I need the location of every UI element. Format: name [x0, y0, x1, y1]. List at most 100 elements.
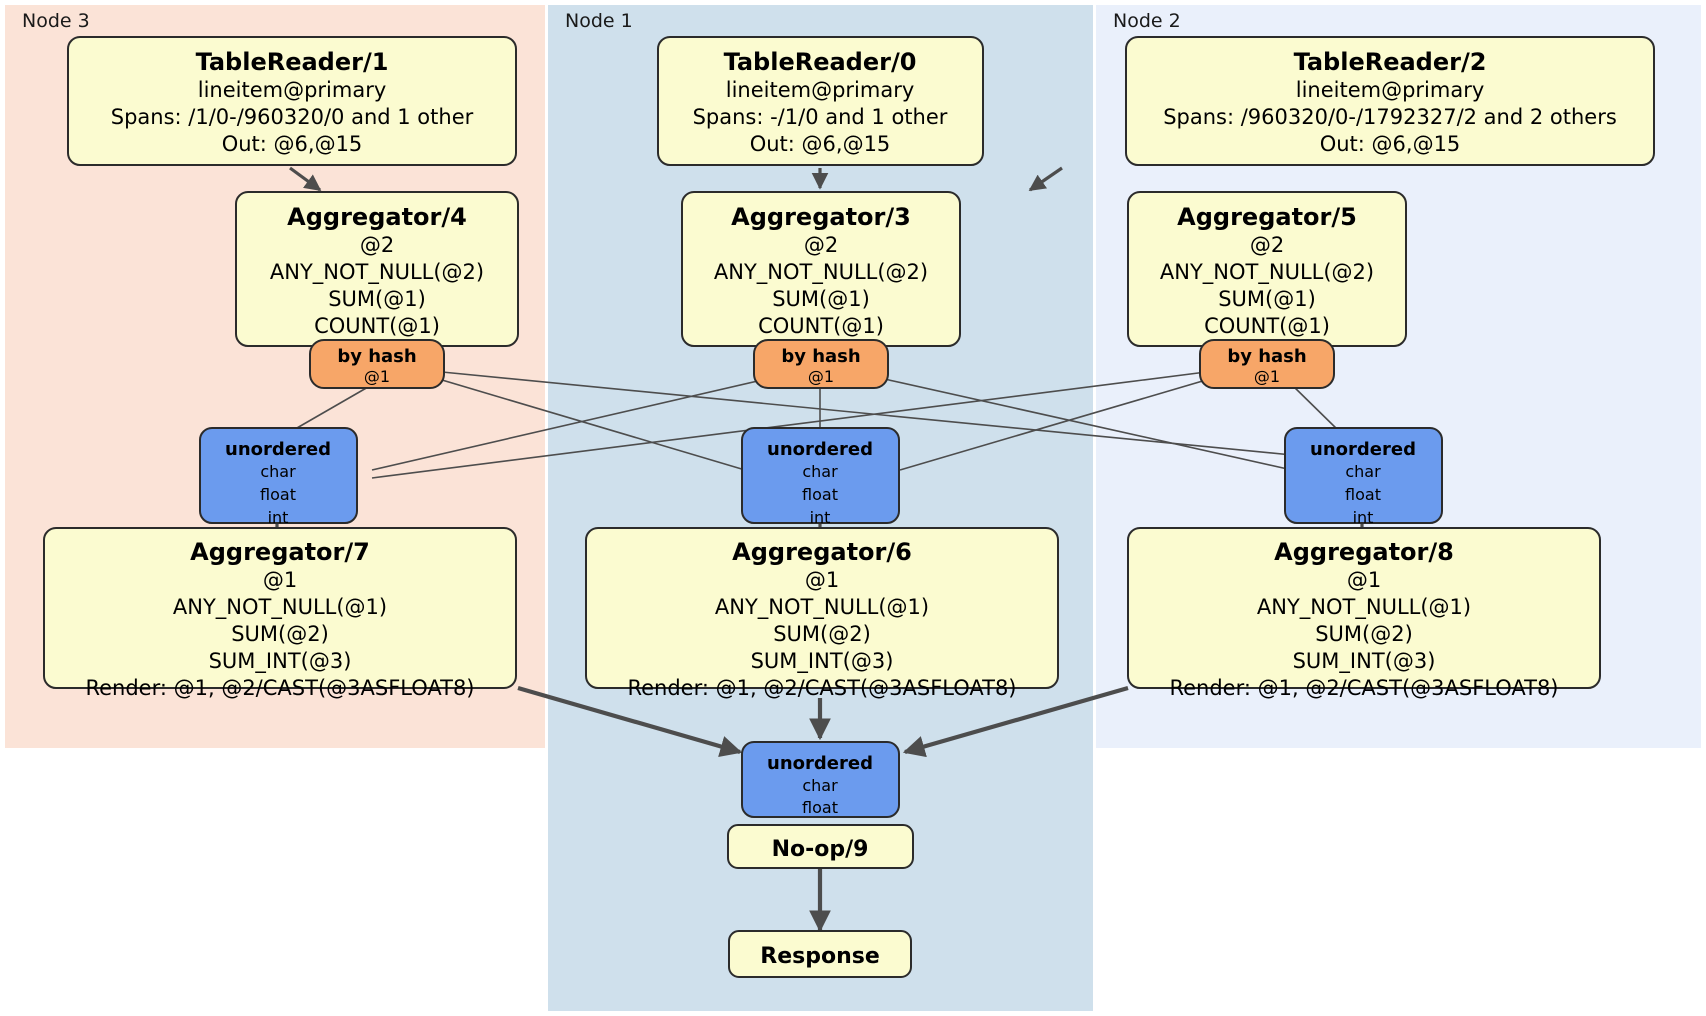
router-by-hash-5-title: by hash: [1227, 346, 1306, 367]
aggregator-6-node[interactable]: Aggregator/6 @1 ANY_NOT_NULL(@1) SUM(@2)…: [585, 527, 1059, 700]
aggregator-6-title: Aggregator/6: [732, 538, 912, 566]
panel-label-node2: Node 2: [1113, 10, 1181, 32]
aggregator-3-group: @2: [804, 233, 838, 257]
synchronizer-unordered-6[interactable]: unordered char float int: [741, 427, 900, 527]
aggregator-5-func-2: SUM(@1): [1218, 287, 1316, 311]
aggregator-7-group: @1: [263, 568, 297, 592]
tablereader-0-spans: Spans: -/1/0 and 1 other: [693, 105, 948, 129]
tablereader-1-node[interactable]: TableReader/1 lineitem@primary Spans: /1…: [67, 36, 517, 166]
aggregator-6-func-3: SUM_INT(@3): [751, 649, 894, 674]
synchronizer-unordered-7-type-2: float: [260, 485, 296, 504]
aggregator-8-render: Render: @1, @2/CAST(@3ASFLOAT8): [1169, 676, 1558, 700]
synchronizer-unordered-7-title: unordered: [225, 439, 331, 460]
panel-label-node3: Node 3: [22, 10, 90, 32]
edge-agg8-final: [902, 685, 1129, 758]
tablereader-2-node[interactable]: TableReader/2 lineitem@primary Spans: /9…: [1125, 36, 1655, 166]
synchronizer-unordered-6-title: unordered: [767, 439, 873, 460]
aggregator-6-render: Render: @1, @2/CAST(@3ASFLOAT8): [627, 676, 1016, 700]
aggregator-8-node[interactable]: Aggregator/8 @1 ANY_NOT_NULL(@1) SUM(@2)…: [1127, 527, 1601, 700]
router-by-hash-5-col: @1: [1254, 367, 1280, 386]
synchronizer-unordered-6-type-1: char: [802, 462, 838, 481]
edge-reader1-agg4: [289, 166, 322, 192]
tablereader-0-out: Out: @6,@15: [750, 132, 891, 156]
synchronizer-unordered-final-type-2: float: [802, 798, 838, 817]
tablereader-2-title: TableReader/2: [1294, 48, 1487, 76]
edge-hash1-sync0: [371, 379, 763, 471]
synchronizer-unordered-6-type-3: int: [810, 508, 831, 527]
panel-label-node1: Node 1: [565, 10, 633, 32]
synchronizer-unordered-8-type-3: int: [1353, 508, 1374, 527]
response-title: Response: [760, 944, 880, 969]
aggregator-5-func-1: ANY_NOT_NULL(@2): [1160, 260, 1374, 285]
aggregator-3-title: Aggregator/3: [731, 203, 911, 231]
aggregator-7-node[interactable]: Aggregator/7 @1 ANY_NOT_NULL(@1) SUM(@2)…: [43, 527, 517, 700]
edge-reader2-agg5: [1028, 166, 1063, 192]
aggregator-4-group: @2: [360, 233, 394, 257]
router-by-hash-3-title: by hash: [781, 346, 860, 367]
synchronizer-unordered-final-type-1: char: [802, 776, 838, 795]
tablereader-0-title: TableReader/0: [724, 48, 917, 76]
router-by-hash-4[interactable]: by hash @1: [309, 339, 445, 389]
tablereader-0-node[interactable]: TableReader/0 lineitem@primary Spans: -/…: [657, 36, 984, 166]
tablereader-2-table: lineitem@primary: [1296, 78, 1485, 102]
edge-hash0-sync2: [441, 371, 1293, 456]
edge-agg7-final: [517, 685, 743, 758]
aggregator-8-func-3: SUM_INT(@3): [1293, 649, 1436, 674]
synchronizer-unordered-8-type-2: float: [1345, 485, 1381, 504]
aggregator-3-node[interactable]: Aggregator/3 @2 ANY_NOT_NULL(@2) SUM(@1)…: [681, 191, 961, 347]
aggregator-5-title: Aggregator/5: [1177, 203, 1357, 231]
synchronizer-unordered-6-type-2: float: [802, 485, 838, 504]
synchronizer-unordered-7[interactable]: unordered char float int: [199, 427, 358, 527]
aggregator-5-group: @2: [1250, 233, 1284, 257]
aggregator-7-func-3: SUM_INT(@3): [209, 649, 352, 674]
aggregator-6-func-1: ANY_NOT_NULL(@1): [715, 595, 929, 620]
aggregator-4-node[interactable]: Aggregator/4 @2 ANY_NOT_NULL(@2) SUM(@1)…: [235, 191, 519, 347]
tablereader-1-out: Out: @6,@15: [222, 132, 363, 156]
aggregator-5-func-3: COUNT(@1): [1204, 314, 1330, 338]
synchronizer-unordered-7-type-3: int: [268, 508, 289, 527]
synchronizer-unordered-8-title: unordered: [1310, 439, 1416, 460]
aggregator-4-func-3: COUNT(@1): [314, 314, 440, 338]
router-by-hash-3[interactable]: by hash @1: [753, 339, 889, 389]
synchronizer-unordered-7-type-1: char: [260, 462, 296, 481]
aggregator-8-group: @1: [1347, 568, 1381, 592]
noop-9-node[interactable]: No-op/9: [727, 824, 914, 869]
noop-9-title: No-op/9: [772, 837, 869, 862]
tablereader-2-out: Out: @6,@15: [1320, 132, 1461, 156]
synchronizer-unordered-final[interactable]: unordered char float: [741, 741, 900, 818]
edge-hash0-sync0: [289, 382, 376, 433]
aggregator-7-func-2: SUM(@2): [231, 622, 329, 646]
router-by-hash-4-title: by hash: [337, 346, 416, 367]
aggregator-8-func-2: SUM(@2): [1315, 622, 1413, 646]
tablereader-2-spans: Spans: /960320/0-/1792327/2 and 2 others: [1163, 105, 1617, 129]
aggregator-6-group: @1: [805, 568, 839, 592]
aggregator-3-func-1: ANY_NOT_NULL(@2): [714, 260, 928, 285]
tablereader-1-table: lineitem@primary: [198, 78, 387, 102]
tablereader-1-title: TableReader/1: [196, 48, 389, 76]
aggregator-5-node[interactable]: Aggregator/5 @2 ANY_NOT_NULL(@2) SUM(@1)…: [1127, 191, 1407, 347]
aggregator-4-func-1: ANY_NOT_NULL(@2): [270, 260, 484, 285]
router-by-hash-3-col: @1: [808, 367, 834, 386]
aggregator-7-title: Aggregator/7: [190, 538, 370, 566]
aggregator-3-func-3: COUNT(@1): [758, 314, 884, 338]
response-node[interactable]: Response: [728, 930, 912, 978]
edge-hash2-sync0: [371, 371, 1207, 479]
aggregator-8-title: Aggregator/8: [1274, 538, 1454, 566]
aggregator-3-func-2: SUM(@1): [772, 287, 870, 311]
edge-hash0-sync1: [441, 379, 746, 471]
aggregator-4-func-2: SUM(@1): [328, 287, 426, 311]
synchronizer-unordered-8-type-1: char: [1345, 462, 1381, 481]
router-by-hash-5[interactable]: by hash @1: [1199, 339, 1335, 389]
tablereader-1-spans: Spans: /1/0-/960320/0 and 1 other: [111, 105, 474, 129]
tablereader-0-table: lineitem@primary: [726, 78, 915, 102]
synchronizer-unordered-final-title: unordered: [767, 753, 873, 774]
aggregator-6-func-2: SUM(@2): [773, 622, 871, 646]
synchronizer-unordered-8[interactable]: unordered char float int: [1284, 427, 1443, 527]
router-by-hash-4-col: @1: [364, 367, 390, 386]
edge-hash2-sync1: [899, 379, 1207, 471]
aggregator-7-func-1: ANY_NOT_NULL(@1): [173, 595, 387, 620]
aggregator-8-func-1: ANY_NOT_NULL(@1): [1257, 595, 1471, 620]
edge-hash2-sync2: [1289, 382, 1341, 433]
edge-hash1-sync2: [879, 377, 1293, 471]
